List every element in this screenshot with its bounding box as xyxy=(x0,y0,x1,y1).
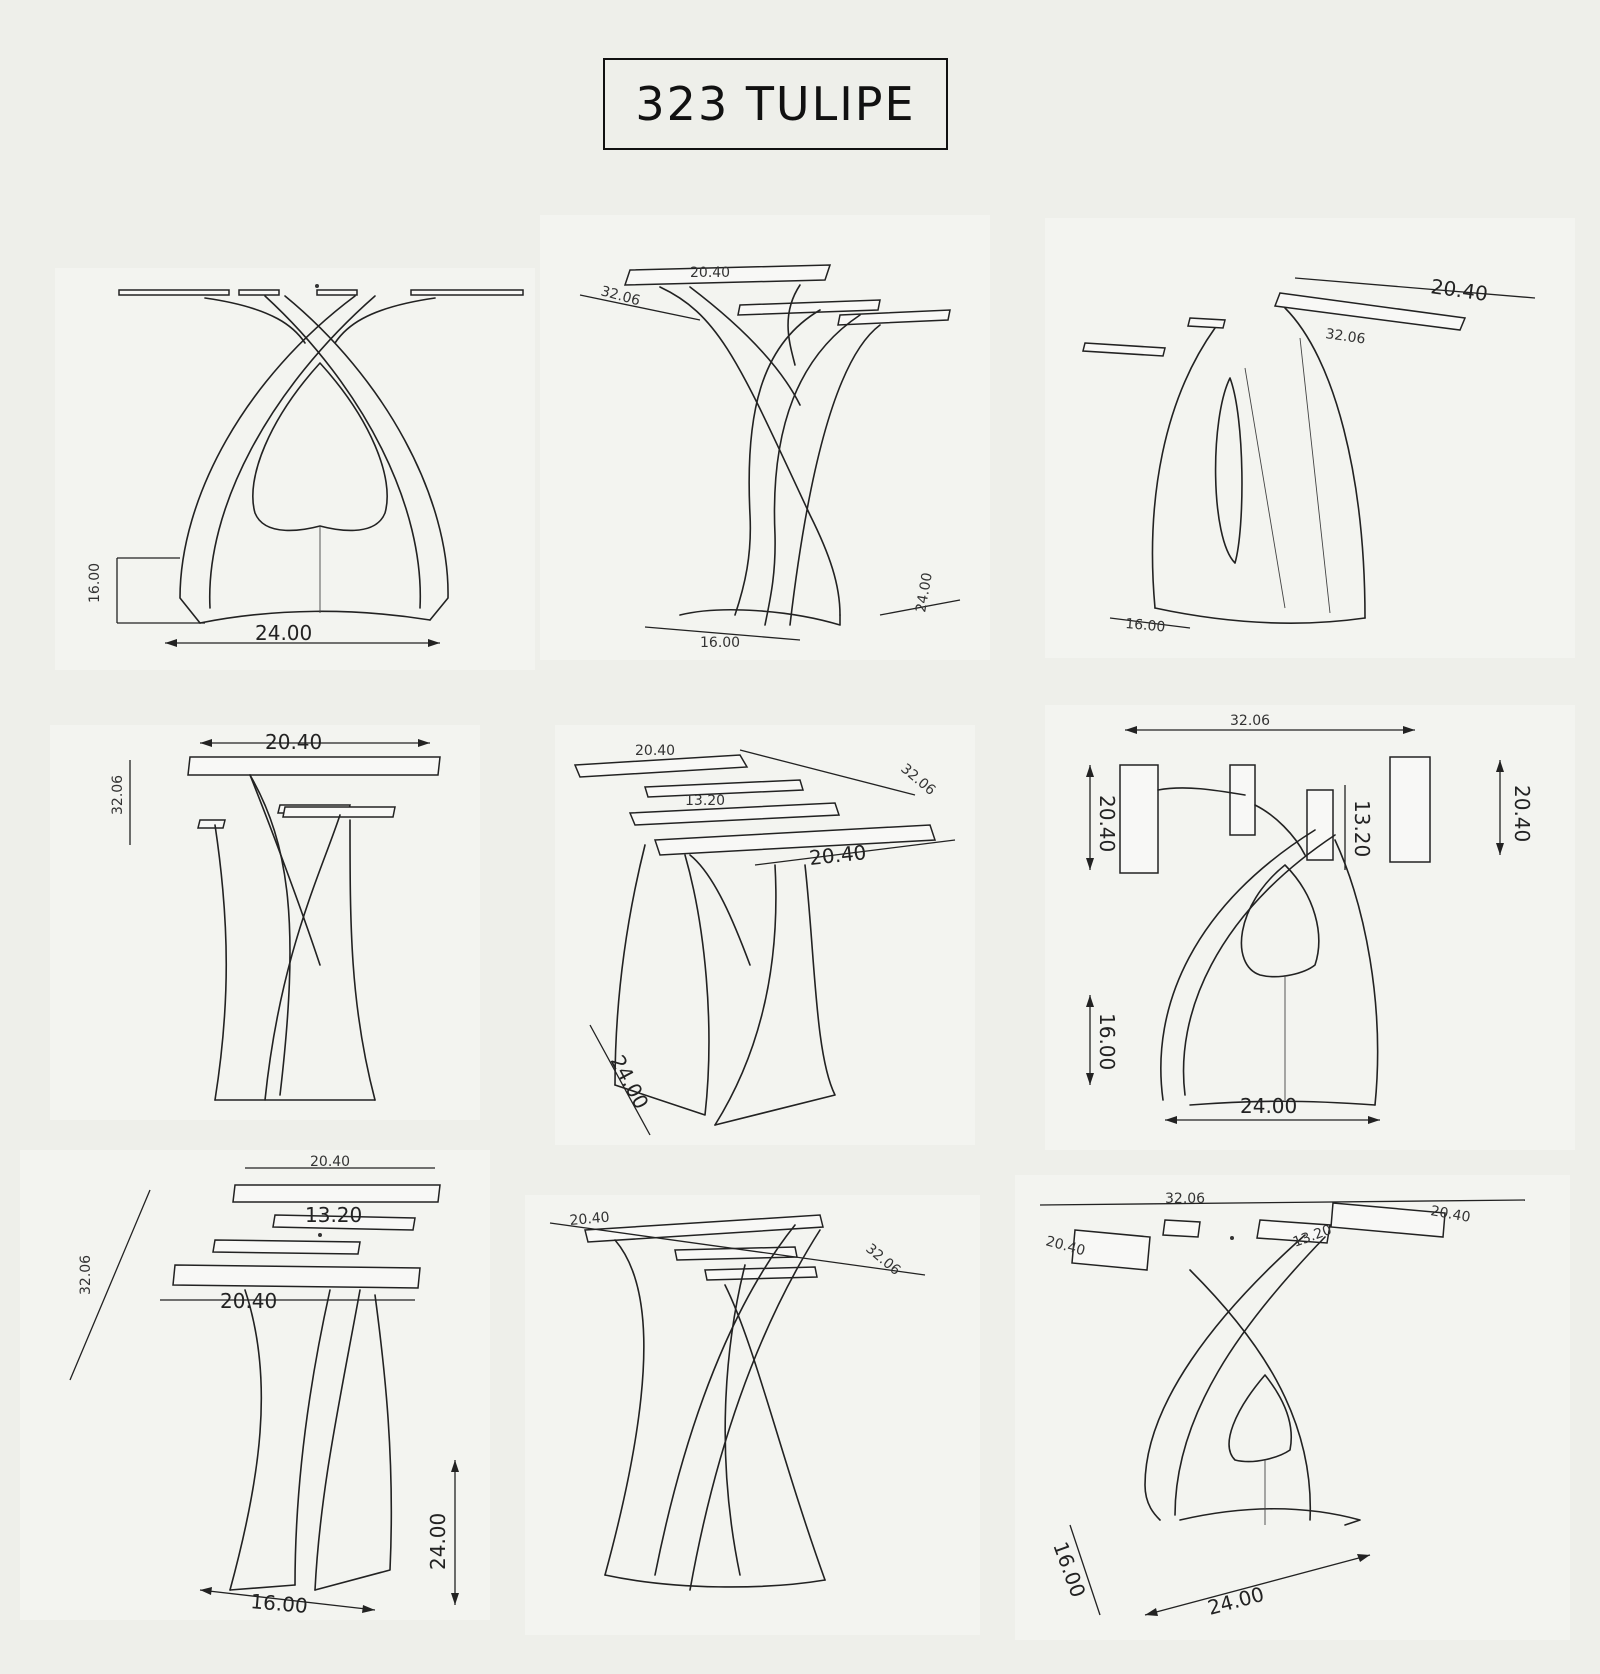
dimension-height-24: 24.00 xyxy=(426,1460,459,1605)
view-perspective-3: 20.40 32.06 xyxy=(50,725,480,1120)
dim-label-16: 16.00 xyxy=(87,563,103,603)
dim-label-24: 24.00 xyxy=(1205,1582,1267,1620)
dimension-width-24: 24.00 xyxy=(1165,1094,1380,1124)
table-base-drawing xyxy=(187,756,441,1101)
view-perspective-1: 32.06 20.40 16.00 24.00 xyxy=(540,215,990,660)
view-front: 16.00 24.00 xyxy=(55,268,535,670)
dim-label-3206: 32.06 xyxy=(862,1241,903,1279)
dim-label-1320: 13.20 xyxy=(1350,800,1374,857)
dim-label-3206: 32.06 xyxy=(897,761,938,799)
dim-label-16: 16.00 xyxy=(250,1589,309,1618)
dimension-base-24: 24.00 xyxy=(589,1024,654,1136)
view-perspective-6: 20.40 13.20 20.40 32.06 24.00 16.00 xyxy=(20,1150,490,1620)
dim-label-2040: 20.40 xyxy=(690,265,730,281)
table-base-drawing xyxy=(623,264,951,626)
dim-label-24: 24.00 xyxy=(255,621,312,645)
dim-label-3206: 32.06 xyxy=(78,1255,94,1295)
dim-label-24: 24.00 xyxy=(913,571,936,613)
dimension-top-3206: 32.06 xyxy=(1125,713,1415,734)
title-box: 323 TULIPE xyxy=(603,58,948,150)
dim-label-3206: 32.06 xyxy=(110,775,126,815)
dimension-side-2040-right: 20.40 xyxy=(1496,760,1534,855)
dim-label-2040-top: 20.40 xyxy=(310,1154,350,1170)
dim-label-3206: 32.06 xyxy=(1230,713,1270,729)
dim-label-16: 16.00 xyxy=(1095,1013,1119,1070)
dim-label-2040-right: 20.40 xyxy=(1510,785,1534,842)
dimension-height-16: 16.00 xyxy=(1086,995,1119,1085)
dim-label-2040: 20.40 xyxy=(1429,274,1489,306)
dimension-1320: 13.20 xyxy=(1344,785,1374,870)
table-base-drawing xyxy=(1119,756,1431,1106)
dimension-base: 16.00 xyxy=(1109,616,1191,635)
dim-label-2040: 20.40 xyxy=(265,730,322,754)
dim-label-2040-right: 20.40 xyxy=(1429,1203,1471,1226)
drawing-title: 323 TULIPE xyxy=(635,77,916,131)
view-perspective-2: 20.40 32.06 16.00 xyxy=(1045,218,1575,658)
dimension-height-16: 16.00 xyxy=(1048,1524,1101,1616)
table-base-drawing xyxy=(1071,1202,1446,1526)
dim-label-3206: 32.06 xyxy=(599,283,642,309)
dim-label-2040: 20.40 xyxy=(220,1289,277,1313)
view-perspective-7: 20.40 32.06 xyxy=(525,1195,980,1635)
dimension-width-24: 24.00 xyxy=(165,621,440,647)
dimension-width-16: 16.00 xyxy=(199,1587,376,1618)
table-base-drawing xyxy=(172,1184,441,1591)
dim-label-16: 16.00 xyxy=(1125,616,1166,635)
dim-label-24: 24.00 xyxy=(606,1051,654,1113)
dim-label-2040: 20.40 xyxy=(808,840,867,870)
dim-label-16: 16.00 xyxy=(1048,1539,1090,1601)
table-base-drawing xyxy=(573,754,937,1126)
dimension-top: 20.40 32.06 xyxy=(110,730,430,845)
dimension-side-2040-left: 20.40 xyxy=(1086,765,1119,870)
dimension-base-16: 16.00 24.00 xyxy=(644,571,961,651)
dimension-top-length: 32.06 20.40 xyxy=(579,265,730,321)
dim-label-2040-top: 20.40 xyxy=(635,743,675,759)
dim-label-24: 24.00 xyxy=(1240,1094,1297,1118)
table-base-drawing xyxy=(1082,292,1467,624)
dimension-height-16: 16.00 xyxy=(87,557,205,624)
view-perspective-8: 32.06 20.40 20.40 13.20 16.00 24.00 xyxy=(1015,1175,1570,1640)
dim-label-24: 24.00 xyxy=(426,1513,450,1570)
dim-label-2040: 20.40 xyxy=(569,1210,610,1229)
table-base-drawing xyxy=(118,284,524,624)
dim-label-3206: 32.06 xyxy=(1324,326,1366,347)
dimension-top: 20.40 13.20 20.40 32.06 xyxy=(69,1154,435,1381)
dimension-width-24: 24.00 xyxy=(1144,1554,1371,1620)
dim-label-2040-left: 20.40 xyxy=(1095,795,1119,852)
dim-label-1320: 13.20 xyxy=(305,1203,362,1227)
dim-label-3206: 32.06 xyxy=(1165,1191,1205,1207)
dim-label-16: 16.00 xyxy=(700,635,740,651)
view-perspective-4: 20.40 32.06 13.20 20.40 24.00 xyxy=(555,725,975,1145)
dim-label-1320: 13.20 xyxy=(685,793,725,809)
table-base-drawing xyxy=(584,1214,826,1591)
view-perspective-5: 32.06 20.40 13.20 20.40 16.00 24.00 xyxy=(1045,705,1575,1150)
